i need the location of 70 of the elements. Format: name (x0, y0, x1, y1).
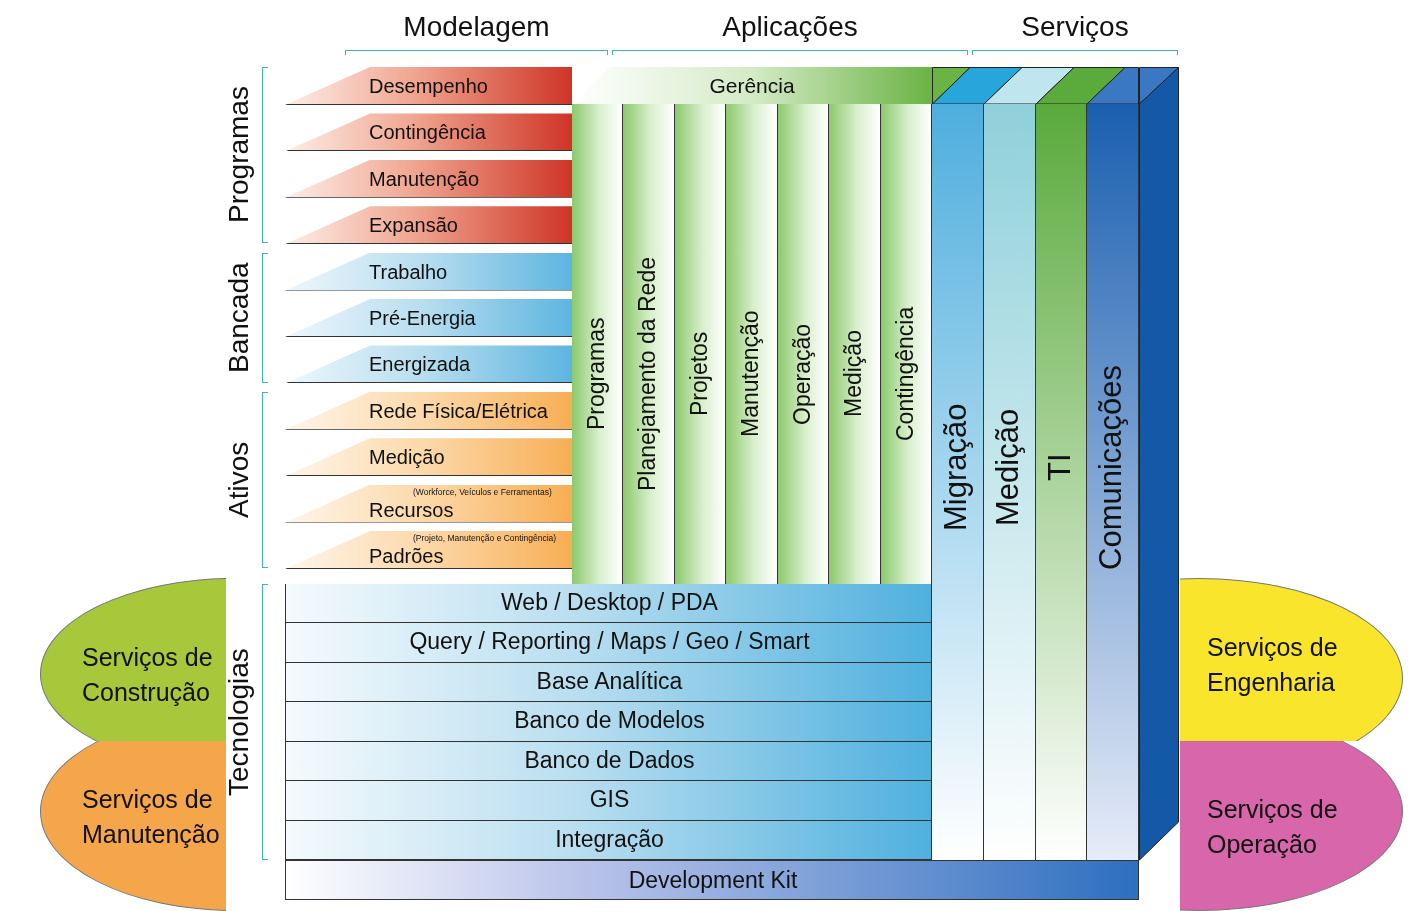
group-heading: Ativos (224, 440, 255, 521)
base-band (285, 860, 1139, 900)
column-label: TI (1042, 452, 1077, 483)
column-label: Comunicações (1094, 363, 1129, 572)
column-label: Planejamento da Rede (635, 256, 661, 493)
group-heading: Tecnologias (224, 647, 255, 798)
group-heading: Aplicações (721, 12, 859, 43)
layer-band (285, 781, 932, 821)
service-ellipse (1180, 741, 1403, 911)
service-column (1035, 104, 1088, 860)
column-band (572, 104, 624, 584)
layer-band (285, 741, 932, 782)
band-label: Expansão (369, 214, 458, 237)
band-label: GIS (588, 787, 631, 813)
band-label: Banco de Modelos (513, 708, 706, 734)
band-label: Query / Reporting / Maps / Geo / Smart (408, 629, 811, 655)
band-note: (Workforce, Veículos e Ferramentas) (413, 487, 552, 497)
group-heading: Programas (224, 85, 255, 226)
band-label: Pré-Energia (369, 307, 476, 329)
band-label: Manutenção (369, 167, 480, 190)
column-label: Medição (841, 329, 867, 420)
band-label: Integração (554, 826, 665, 852)
band-label: Energizada (369, 353, 471, 376)
column-label: Programas (584, 316, 610, 433)
band-label: Padrões (369, 545, 444, 567)
service-ellipse (40, 741, 226, 911)
column-band (880, 104, 932, 584)
layer-band (285, 584, 932, 624)
column-label: Medição (990, 407, 1025, 528)
column-label: Migração (939, 402, 974, 533)
band-note: (Projeto, Manutenção e Contingência) (413, 534, 557, 544)
service-column (983, 104, 1036, 860)
column-band (726, 104, 778, 584)
service-column (1087, 104, 1139, 860)
layer-band (285, 820, 932, 860)
ellipse-label: Serviços de Manutenção (82, 784, 221, 850)
layer-band (285, 623, 932, 663)
band-label: Trabalho (369, 260, 448, 283)
layer-band (285, 702, 932, 742)
band-label: Medição (369, 446, 445, 469)
band-label: Rede Física/Elétrica (369, 399, 548, 422)
band-label: Recursos (369, 498, 454, 521)
band-label: Development Kit (627, 868, 799, 894)
column-band (777, 104, 830, 584)
layer-band (285, 438, 572, 477)
layer-band (285, 206, 572, 245)
ellipse-label: Serviços de Construção (82, 642, 214, 708)
group-heading: Bancada (224, 261, 255, 376)
band-label: Desempenho (369, 75, 488, 97)
layer-band (285, 67, 572, 105)
band-label: Gerência (708, 74, 796, 98)
ellipse-label: Serviços de Engenharia (1207, 632, 1339, 698)
band-label: Base Analítica (535, 668, 684, 695)
column-label: Operação (789, 322, 815, 427)
ellipse-label: Serviços de Operação (1207, 794, 1339, 860)
layer-band (285, 299, 572, 337)
layer-band (285, 662, 932, 703)
band-label: Banco de Dados (523, 747, 696, 773)
column-label: Manutenção (738, 309, 764, 440)
band-label: Contingência (369, 121, 486, 144)
service-column (932, 104, 984, 860)
column-band (623, 104, 675, 584)
layer-band (285, 531, 572, 569)
band-label: Web / Desktop / PDA (500, 590, 719, 616)
group-heading: Modelagem (402, 12, 551, 43)
column-label: Projetos (686, 330, 713, 419)
column-band (674, 104, 727, 584)
column-label: Contingência (892, 305, 918, 444)
group-heading: Serviços (1020, 12, 1130, 43)
column-band (829, 104, 881, 584)
